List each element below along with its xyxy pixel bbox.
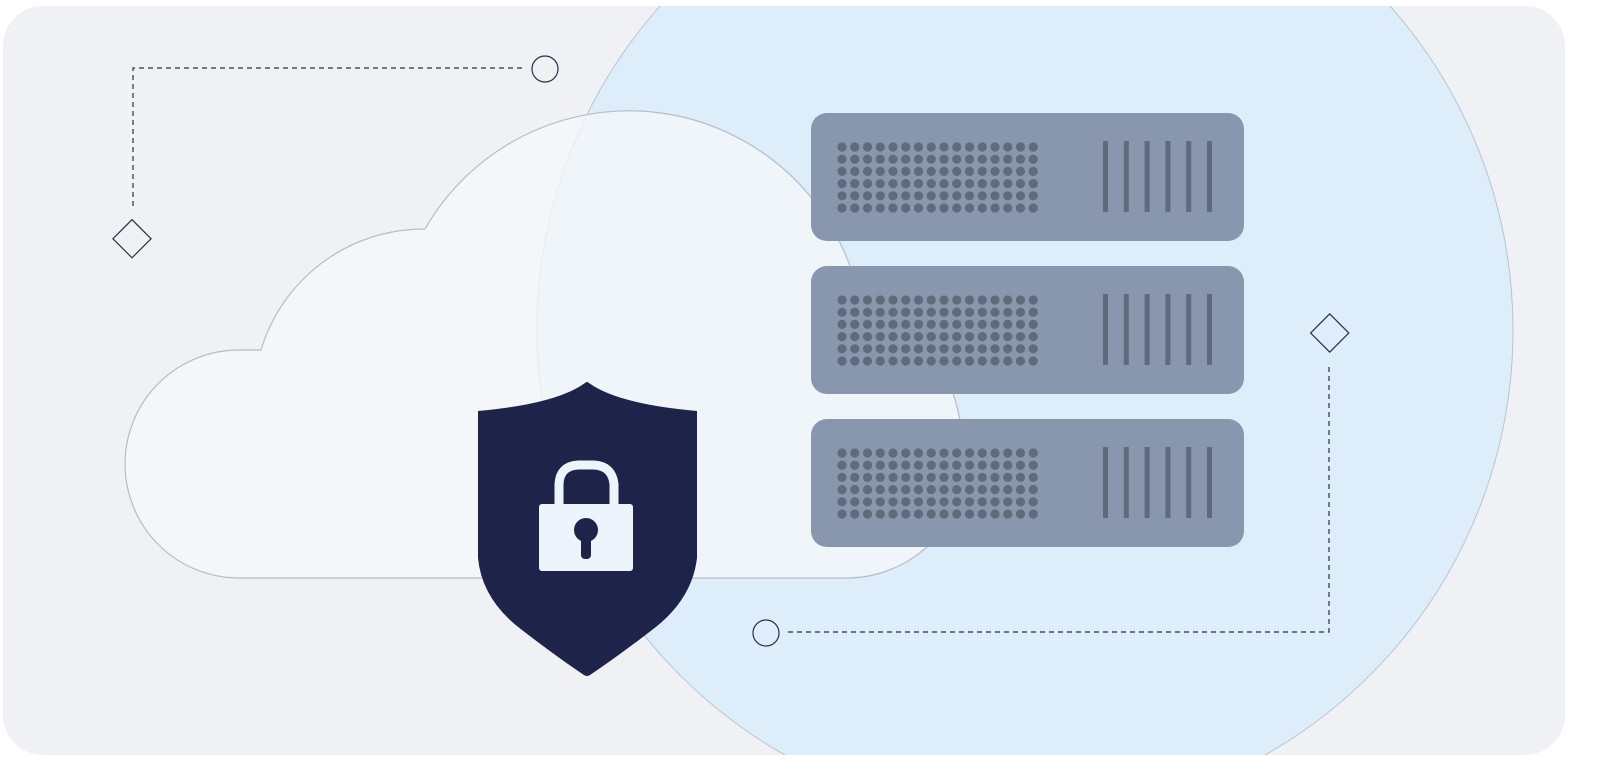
server-unit [811,266,1244,394]
server-unit [811,419,1244,547]
server-rack [811,113,1244,547]
server-body [811,113,1244,241]
server-drive-bays [1103,294,1212,365]
connector-node-diamond [1309,313,1350,353]
connector-node-circle [752,619,780,647]
shield-lock-icon [478,382,697,676]
connector-bottom-right [752,313,1350,647]
lock-shackle [554,460,619,504]
server-vent-dots [837,448,1038,519]
connector-node-diamond [112,218,152,259]
server-body [811,266,1244,394]
server-vent-dots [837,295,1038,366]
server-drive-bays [1103,447,1212,518]
server-drive-bays [1103,141,1212,212]
connector-node-circle [531,55,559,83]
keyhole [574,518,598,542]
server-body [811,419,1244,547]
server-vent-dots [837,142,1038,213]
connector-top-left [112,55,559,259]
server-unit [811,113,1244,241]
